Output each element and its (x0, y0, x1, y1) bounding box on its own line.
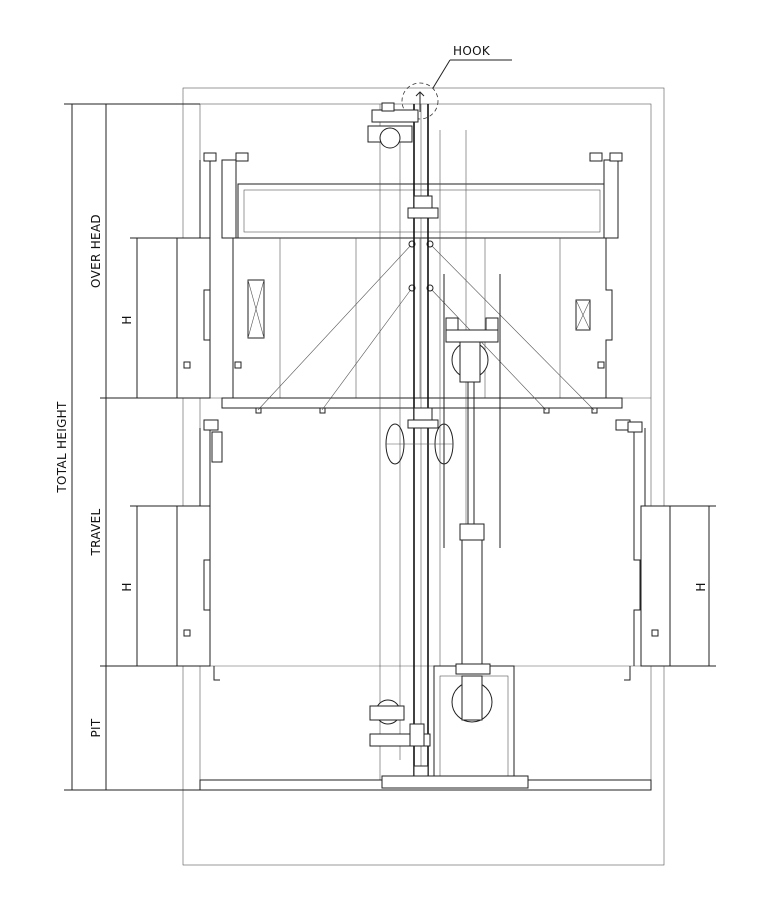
dimension-h-upper: H (120, 237, 177, 398)
car-top-equipment (407, 195, 439, 429)
rope-guide-pads (385, 423, 454, 465)
pit-jack-housing (433, 663, 515, 779)
dimension-total-height: TOTAL HEIGHT (55, 103, 200, 791)
total-height-label: TOTAL HEIGHT (55, 401, 69, 494)
travel-label: TRAVEL (89, 509, 103, 557)
dimension-h-lower-left: H (120, 505, 177, 666)
dimension-h-lower-right: H (670, 505, 716, 667)
governor-assembly (445, 317, 499, 665)
h-lower-right-label: H (694, 582, 708, 591)
pit-label: PIT (89, 718, 103, 737)
pit-safety-gear (369, 699, 431, 781)
over-head-label: OVER HEAD (89, 214, 103, 288)
pit-floor (199, 775, 652, 791)
hook-callout: HOOK (401, 44, 512, 120)
h-lower-left-label: H (120, 582, 134, 591)
outer-frame (182, 87, 665, 866)
lower-right-landing-door (615, 419, 671, 681)
lower-left-landing-door (176, 419, 223, 681)
upper-right-landing-door (589, 152, 623, 239)
h-upper-label: H (120, 315, 134, 324)
hook-label: HOOK (453, 44, 491, 58)
suspension-ropes (255, 240, 598, 414)
upper-left-landing-door (176, 152, 249, 399)
overhead-sheave (367, 102, 419, 149)
dimension-sections: OVER HEAD TRAVEL PIT (89, 104, 200, 790)
